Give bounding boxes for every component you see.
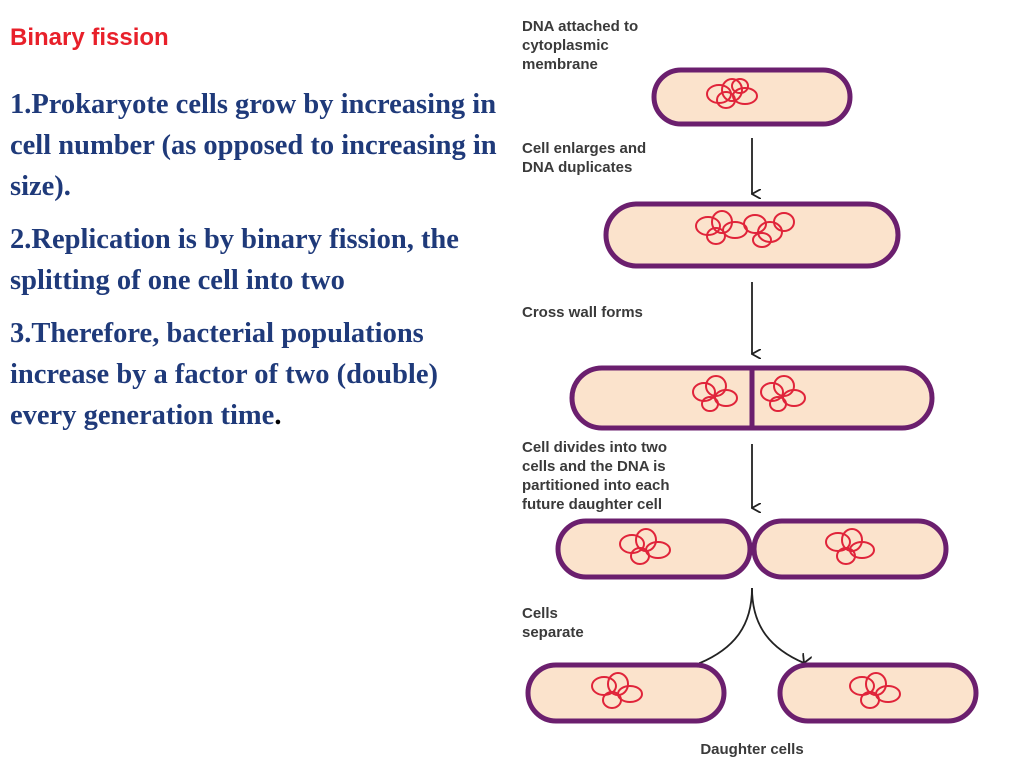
- label-cell-divides-line4: future daughter cell: [522, 496, 662, 513]
- label-cells-separate: Cells separate: [522, 605, 584, 641]
- dna-stage-3-right: [760, 375, 806, 412]
- label-dna-attached: DNA attached to cytoplasmic membrane: [522, 18, 642, 73]
- label-cross-wall: Cross wall forms: [522, 304, 643, 321]
- label-dna-attached-line2: cytoplasmic: [522, 37, 609, 54]
- dna-stage-3-left: [692, 375, 738, 412]
- label-dna-attached-line1: DNA attached to: [522, 18, 638, 35]
- label-cell-divides: Cell divides into two cells and the DNA …: [522, 439, 674, 513]
- daughter-cells: [525, 662, 979, 724]
- dna-stage-4-left: [619, 528, 671, 565]
- cell-stage-2: [603, 201, 901, 269]
- arrow-split-left: [700, 587, 753, 663]
- cell-stage-1: [651, 67, 853, 127]
- dna-daughter-left: [591, 672, 643, 709]
- point-3: 3.Therefore, bacterial populations incre…: [10, 313, 505, 436]
- label-cell-divides-line3: partitioned into each: [522, 477, 670, 494]
- label-dna-attached-line3: membrane: [522, 56, 598, 73]
- label-cell-enlarges-line2: DNA duplicates: [522, 159, 632, 176]
- point-2: 2.Replication is by binary fission, the …: [10, 224, 459, 296]
- label-cross-wall-line1: Cross wall forms: [522, 304, 643, 321]
- label-daughter-cells: Daughter cells: [700, 741, 803, 758]
- cell-stage-4-left-membrane: [555, 518, 753, 580]
- cell-stage-2-membrane: [603, 201, 901, 269]
- dna-stage-2: [695, 210, 795, 248]
- label-cells-separate-line1: Cells: [522, 605, 558, 622]
- point-1: 1.Prokaryote cells grow by increasing in…: [10, 89, 497, 202]
- daughter-cell-right: [777, 662, 979, 724]
- cell-stage-3: [569, 365, 935, 431]
- point-3-text: 3.Therefore, bacterial populations incre…: [10, 318, 438, 431]
- label-cell-enlarges-line1: Cell enlarges and: [522, 140, 646, 157]
- dna-daughter-right: [849, 672, 901, 709]
- label-cell-divides-line1: Cell divides into two: [522, 439, 667, 456]
- label-cells-separate-line2: separate: [522, 624, 584, 641]
- dna-stage-1: [706, 78, 758, 109]
- cell-stage-4: [555, 518, 949, 580]
- daughter-cell-left: [525, 662, 727, 724]
- cell-stage-1-membrane: [651, 67, 853, 127]
- label-cell-divides-line2: cells and the DNA is: [522, 458, 666, 475]
- arrow-split-right: [751, 587, 804, 663]
- slide-title: Binary fission: [10, 24, 169, 51]
- bullet-list: 1.Prokaryote cells grow by increasing in…: [10, 84, 505, 448]
- dna-stage-4-right: [825, 528, 875, 565]
- label-cell-enlarges: Cell enlarges and DNA duplicates: [522, 140, 650, 176]
- point-3-period: .: [274, 400, 282, 431]
